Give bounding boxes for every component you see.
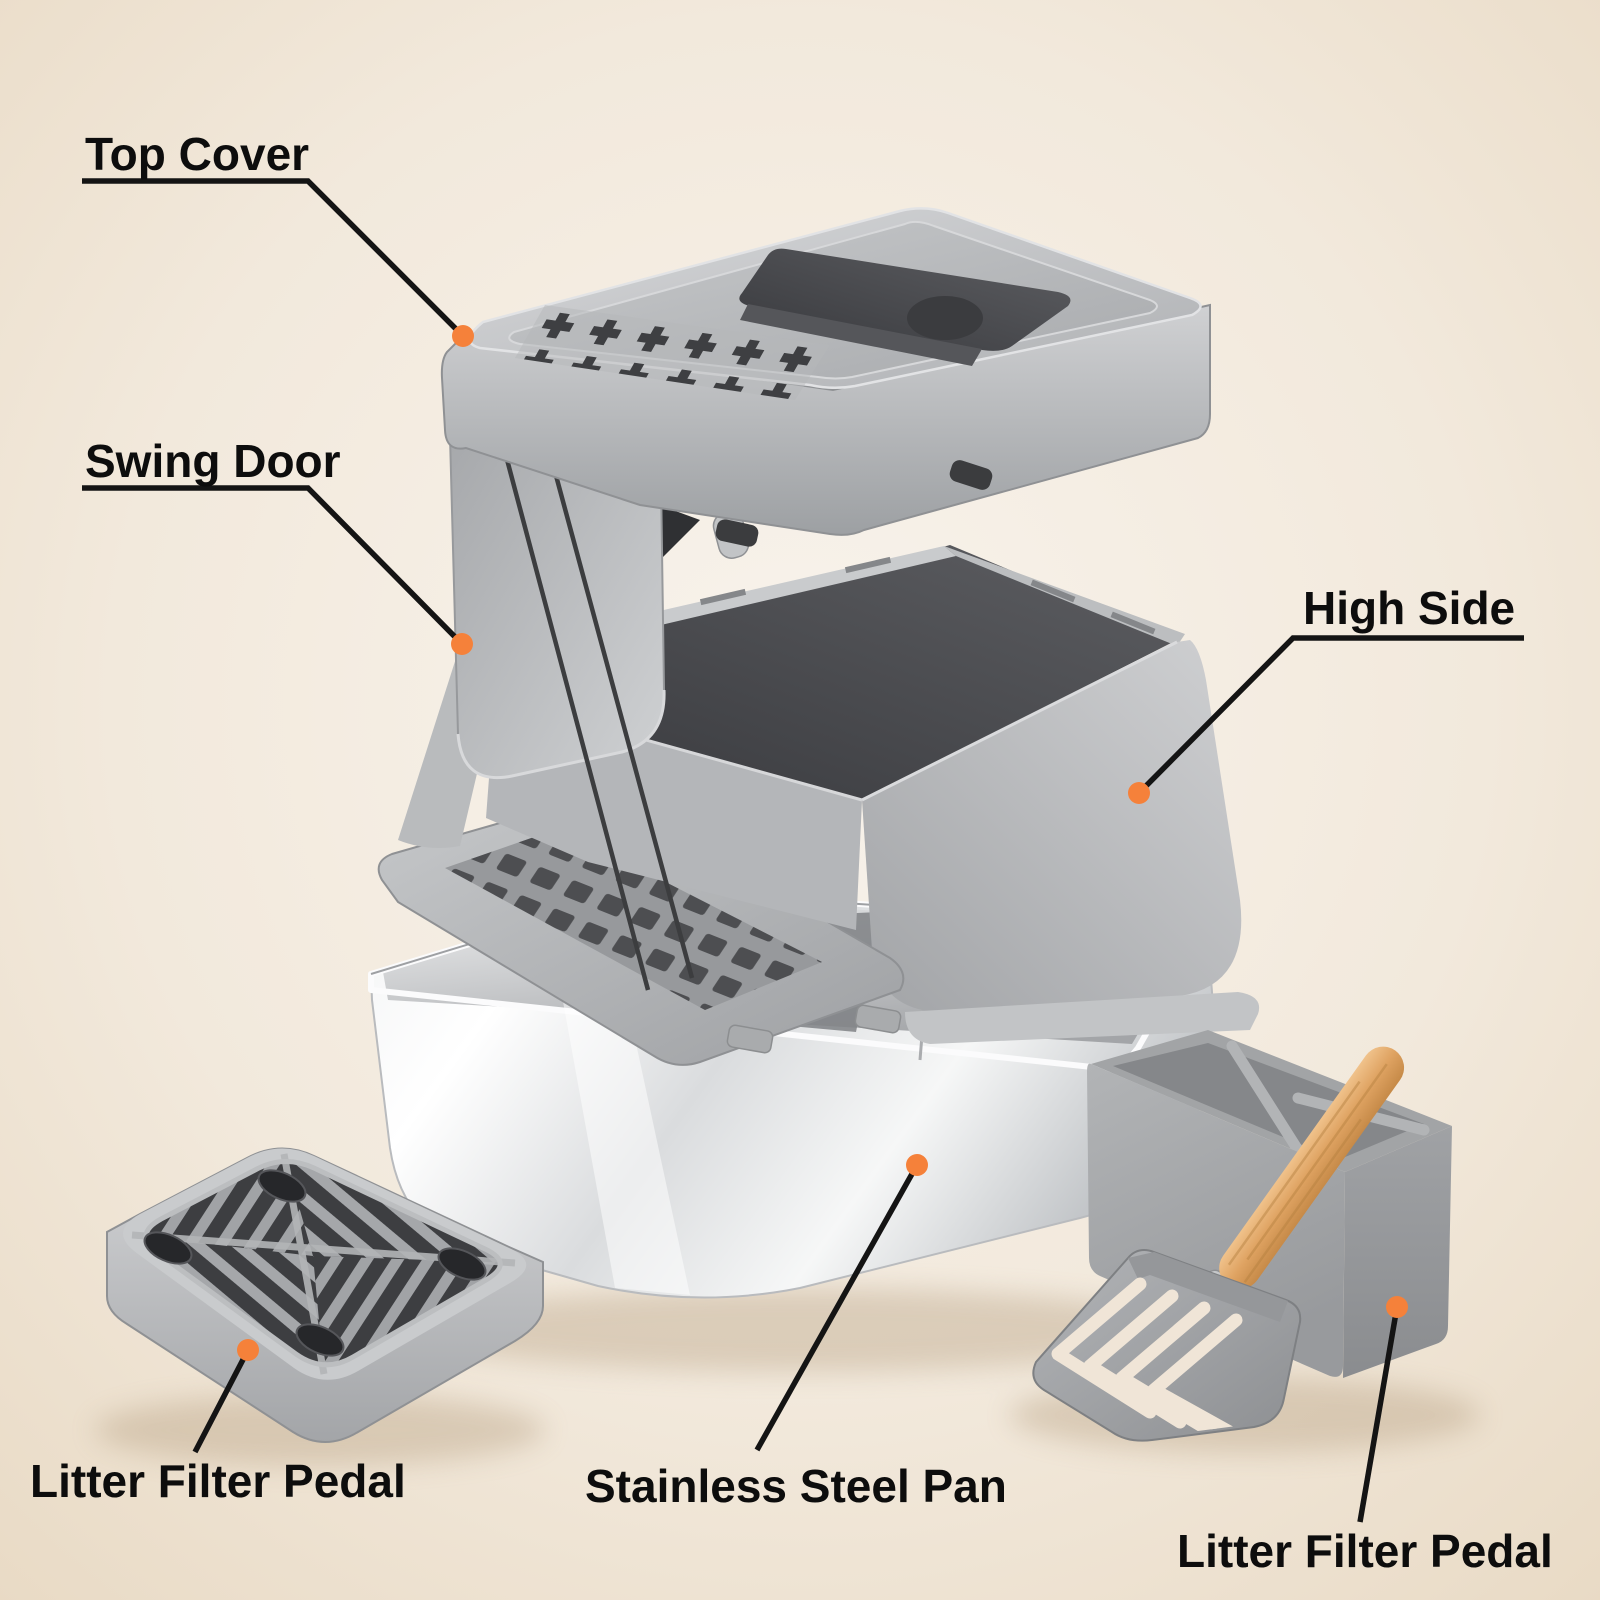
caddy-right-face <box>1343 1126 1452 1378</box>
scoop-back-wall <box>1128 1252 1288 1322</box>
callout-dot <box>1128 782 1150 804</box>
leader-line <box>754 1163 920 1452</box>
top-cover-opening-wall <box>740 304 982 366</box>
leader-line <box>82 485 464 646</box>
litter-scoop <box>1032 1046 1405 1442</box>
scoop-slots <box>1051 1277 1251 1438</box>
litter-filter-pedal-part <box>106 1147 544 1443</box>
hinge-rods <box>502 445 695 991</box>
high-side-interior <box>497 545 1177 800</box>
pan-front-highlight <box>560 985 690 1295</box>
high-side-flange-right <box>905 992 1260 1044</box>
label-swing-door: Swing Door <box>85 435 341 487</box>
high-side-right-wall <box>862 640 1242 1013</box>
scoop-handle-wood <box>1219 1046 1405 1289</box>
high-side-tabs <box>726 1004 902 1054</box>
leader-line <box>1137 635 1524 795</box>
pedal-corner-holes <box>143 1169 487 1357</box>
label-litter-filter-pedal-left: Litter Filter Pedal <box>30 1455 406 1507</box>
leader-line <box>82 178 465 338</box>
callout-top-cover: Top Cover <box>82 128 474 347</box>
high-side-flange-grate <box>445 828 822 1010</box>
callout-dot <box>906 1154 928 1176</box>
callout-swing-door: Swing Door <box>82 435 473 655</box>
callout-litter-filter-pedal-left: Litter Filter Pedal <box>30 1339 406 1507</box>
label-top-cover: Top Cover <box>85 128 309 180</box>
callout-dot <box>1386 1296 1408 1318</box>
leader-line <box>1357 1306 1400 1523</box>
callout-high-side: High Side <box>1128 582 1524 804</box>
scoop-handle-grain <box>1227 1063 1388 1283</box>
high-side-part <box>377 545 1260 1066</box>
label-high-side: High Side <box>1303 582 1515 634</box>
high-side-right-wall-top-edge <box>861 640 1178 802</box>
callout-dot <box>237 1339 259 1361</box>
callout-dot <box>452 325 474 347</box>
top-cover-opening <box>739 248 1071 351</box>
label-stainless-steel-pan: Stainless Steel Pan <box>585 1460 1007 1512</box>
leader-line <box>192 1348 251 1454</box>
high-side-rim-left <box>585 546 956 640</box>
high-side-rim-slots <box>699 556 1156 635</box>
swing-door-bottom-lip <box>456 689 666 780</box>
top-cover-opening-hole <box>907 296 983 340</box>
label-litter-filter-pedal-right: Litter Filter Pedal <box>1177 1525 1553 1577</box>
callout-litter-filter-pedal-right: Litter Filter Pedal <box>1177 1296 1553 1577</box>
callout-stainless-steel-pan: Stainless Steel Pan <box>585 1154 1007 1512</box>
top-cover-feet <box>715 460 993 547</box>
top-cover-grate-holes <box>515 305 830 400</box>
top-cover-part <box>440 207 1211 547</box>
callout-dot <box>451 633 473 655</box>
